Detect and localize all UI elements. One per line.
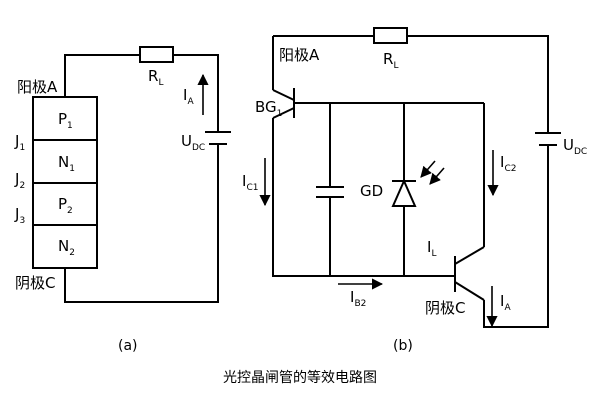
a-current-main: I (183, 86, 187, 104)
a-junction-j3-sub: 3 (19, 216, 25, 226)
a-junction-j2-main: J (14, 170, 19, 188)
figure-b: 阳极A 阴极C RL UDC BG1 GD IC1 IC2 IL IB2 IA … (242, 27, 587, 354)
b-wire-left (272, 118, 455, 277)
a-layer-p1: P1 (58, 110, 73, 131)
b-photodiode-label: GD (360, 182, 383, 200)
a-wire-top (64, 54, 219, 132)
b-ib2-sub: B2 (354, 299, 366, 309)
a-layer-n2-main: N (58, 237, 69, 255)
a-resistor-sub: L (158, 78, 163, 88)
b-ic1-main: I (242, 172, 246, 190)
a-junction-j1-main: J (14, 132, 19, 150)
b-ic2-label: IC2 (500, 153, 516, 174)
b-resistor-main: R (383, 50, 393, 68)
b-photodiode-triangle (391, 178, 417, 207)
a-layer-n1: N1 (58, 153, 75, 174)
a-layer-n1-sub: 1 (69, 164, 75, 174)
b-bg1-main: BG (255, 98, 277, 116)
a-resistor-main: R (148, 67, 158, 85)
b-bg1-sub: 1 (277, 109, 283, 119)
b-ic2-main: I (500, 153, 504, 171)
b-resistor-rl (373, 27, 408, 44)
a-current-sub: A (187, 97, 194, 107)
b-supply-main: U (563, 136, 574, 154)
b-wire-top (272, 35, 549, 133)
b-cathode-label: 阴极C (425, 299, 465, 317)
b-light-arrow-1 (420, 160, 436, 178)
a-resistor-label: RL (148, 67, 163, 88)
b-ia-main: I (500, 292, 504, 310)
a-layer-p2-main: P (58, 195, 67, 213)
b-resistor-sub: L (393, 61, 398, 71)
b-il-label: IL (427, 238, 436, 259)
a-supply-sub: DC (192, 143, 205, 153)
b-caption: (b) (393, 338, 413, 354)
b-bg2-collector (454, 246, 485, 265)
figure-title: 光控晶闸管的等效电路图 (223, 369, 377, 386)
a-junction-j3: J3 (14, 205, 25, 226)
a-layer-n2-sub: 2 (69, 248, 75, 258)
a-cathode-label: 阴极C (15, 274, 55, 292)
a-layer-n1-main: N (58, 153, 69, 171)
b-supply-sub: DC (574, 147, 587, 157)
b-resistor-label: RL (383, 50, 398, 71)
a-junction-j2: J2 (14, 170, 25, 191)
a-current-label: IA (183, 86, 194, 107)
b-ic1-label: IC1 (242, 172, 258, 193)
figure-a: 阳极A 阴极C RL IA UDC P1 N1 P2 N2 J1 J2 J3 (14, 46, 231, 354)
b-bg1-collector (272, 107, 295, 119)
b-ib2-label: IB2 (350, 288, 366, 309)
b-il-main: I (427, 238, 431, 256)
b-bg2-emitter (454, 281, 485, 301)
b-bg1-emitter (272, 89, 295, 101)
a-supply-main: U (181, 132, 192, 150)
b-ia-sub: A (504, 303, 511, 313)
b-ic1-sub: C1 (246, 183, 258, 193)
a-layer-p1-main: P (58, 110, 67, 128)
a-resistor-rl (139, 46, 174, 63)
a-junction-j2-sub: 2 (19, 181, 25, 191)
a-wire-bottom (64, 144, 219, 303)
b-ic2-sub: C2 (504, 164, 516, 174)
b-wire-right-bottom (483, 145, 549, 328)
a-junction-j1-sub: 1 (19, 143, 25, 153)
b-supply-label: UDC (563, 136, 587, 157)
b-ia-label: IA (500, 292, 511, 313)
a-layer-n2: N2 (58, 237, 75, 258)
a-supply-label: UDC (181, 132, 205, 153)
a-junction-j3-main: J (14, 205, 19, 223)
b-ib2-main: I (350, 288, 354, 306)
a-anode-label: 阳极A (17, 78, 58, 96)
b-light-arrow-2 (429, 167, 445, 185)
a-caption: (a) (118, 338, 138, 354)
a-junction-j1: J1 (14, 132, 25, 153)
a-layer-p2: P2 (58, 195, 73, 216)
b-il-sub: L (431, 249, 436, 259)
a-layer-p1-sub: 1 (67, 121, 73, 131)
b-anode-label: 阳极A (279, 46, 320, 64)
a-layer-p2-sub: 2 (67, 206, 73, 216)
b-bg1-label: BG1 (255, 98, 282, 119)
